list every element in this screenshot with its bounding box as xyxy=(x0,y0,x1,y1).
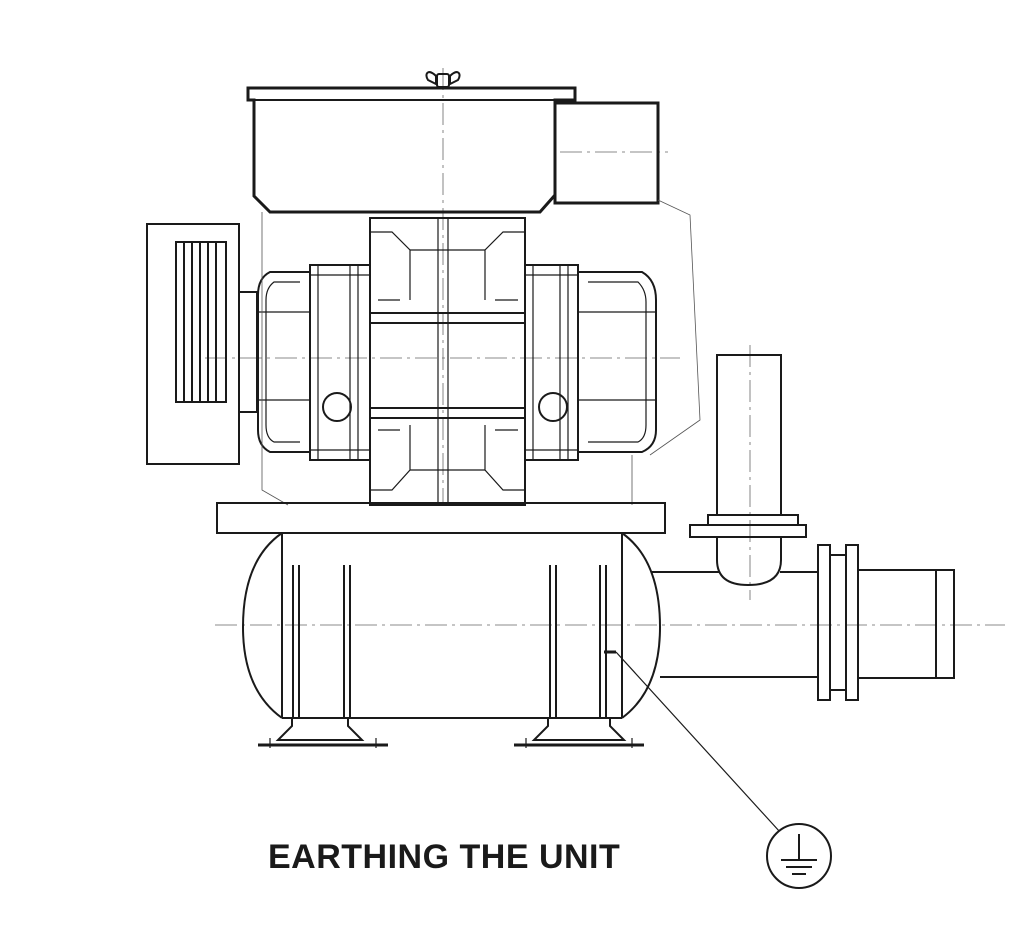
mounting-feet xyxy=(258,718,644,748)
belt-guard xyxy=(146,223,258,465)
earth-leader-line xyxy=(615,651,781,833)
earth-ground-icon xyxy=(766,823,832,889)
blower-casing xyxy=(257,212,657,506)
wing-nut xyxy=(425,71,461,88)
center-lines xyxy=(205,68,1005,626)
oil-sight-glass-right xyxy=(538,392,568,422)
figure-caption: EARTHING THE UNIT xyxy=(268,838,621,876)
relief-valve-pipe xyxy=(689,354,807,587)
base-plate xyxy=(216,502,666,534)
inlet-silencer-hood xyxy=(246,71,577,214)
oil-sight-glass-left xyxy=(322,392,352,422)
discharge-silencer-tank xyxy=(241,532,662,719)
side-box xyxy=(553,101,701,456)
discharge-pipe xyxy=(652,544,955,701)
